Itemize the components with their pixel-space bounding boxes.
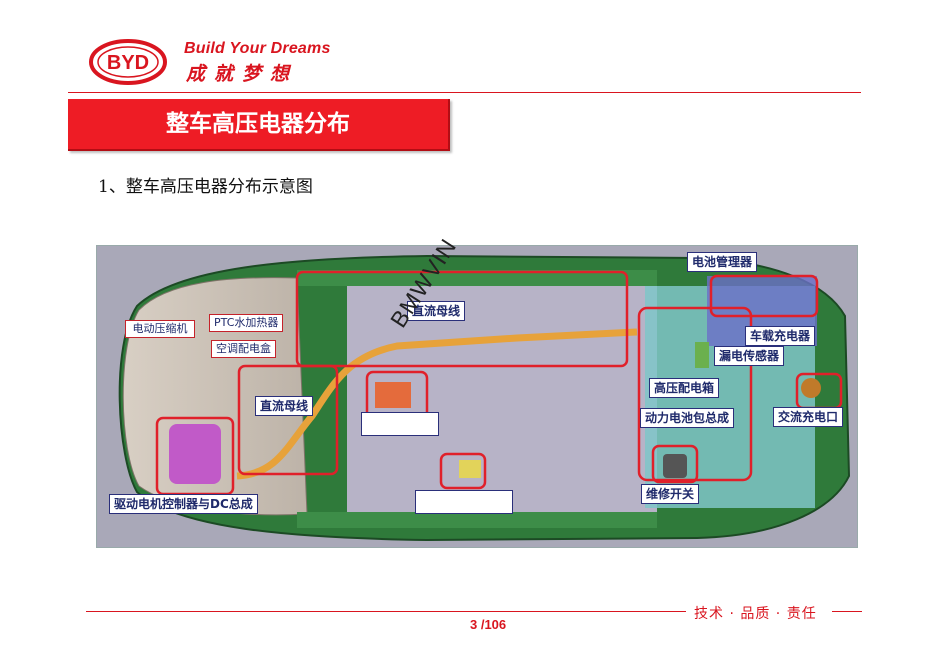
label-service-switch: 维修开关	[641, 484, 700, 504]
blank-label-center	[361, 412, 439, 436]
frame-service-switch	[651, 444, 699, 484]
brand-slogan-en: Build Your Dreams	[184, 40, 331, 57]
label-dc-bus-front: 直流母线	[255, 396, 314, 416]
footer-slogan: 技术 · 品质 · 责任	[694, 606, 817, 622]
label-leakage-sensor: 漏电传感器	[714, 346, 785, 366]
label-electric-compressor: 电动压缩机	[125, 320, 195, 338]
blank-label-bottom	[415, 490, 513, 514]
footer-divider-left	[86, 611, 686, 612]
label-dc-bus-top: 直流母线	[407, 301, 466, 321]
label-ac-charge-port: 交流充电口	[773, 407, 844, 427]
footer-divider-right	[832, 611, 862, 612]
motor-controller-shape	[169, 424, 221, 484]
label-ptc-heater: PTC水加热器	[209, 314, 284, 332]
label-hv-distribution-box: 高压配电箱	[649, 378, 720, 398]
charge-port-shape	[801, 378, 821, 398]
frame-rail-bottom	[297, 512, 657, 528]
page-title: 整车高压电器分布	[68, 99, 450, 151]
leakage-sensor-shape	[695, 342, 709, 368]
service-switch-shape	[663, 454, 687, 478]
component-center-bottom	[459, 460, 481, 478]
frame-battery-manager	[709, 274, 819, 318]
brand-slogan-cn: 成就梦想	[186, 63, 299, 85]
label-onboard-charger: 车载充电器	[745, 326, 816, 346]
frame-bottom-component	[439, 452, 487, 490]
header-divider	[68, 92, 861, 93]
label-battery-manager: 电池管理器	[687, 252, 758, 272]
logo-text: BYD	[107, 52, 149, 74]
component-center-left	[375, 382, 411, 408]
byd-logo: BYD	[89, 39, 167, 85]
frame-dc-bus-front	[237, 364, 339, 476]
label-ac-distribution-box: 空调配电盒	[211, 340, 276, 358]
label-power-battery-pack: 动力电池包总成	[640, 408, 735, 428]
frame-dc-bus-top	[295, 270, 629, 368]
label-motor-controller-dc: 驱动电机控制器与DC总成	[109, 494, 258, 514]
vehicle-hv-diagram: 电池管理器 直流母线 车载充电器 漏电传感器 高压配电箱 动力电池包总成 交流充…	[96, 245, 858, 548]
frame-rail-top	[297, 270, 657, 286]
section-subtitle: 1、整车高压电器分布示意图	[98, 177, 313, 197]
page-number: 3 /106	[470, 617, 507, 632]
